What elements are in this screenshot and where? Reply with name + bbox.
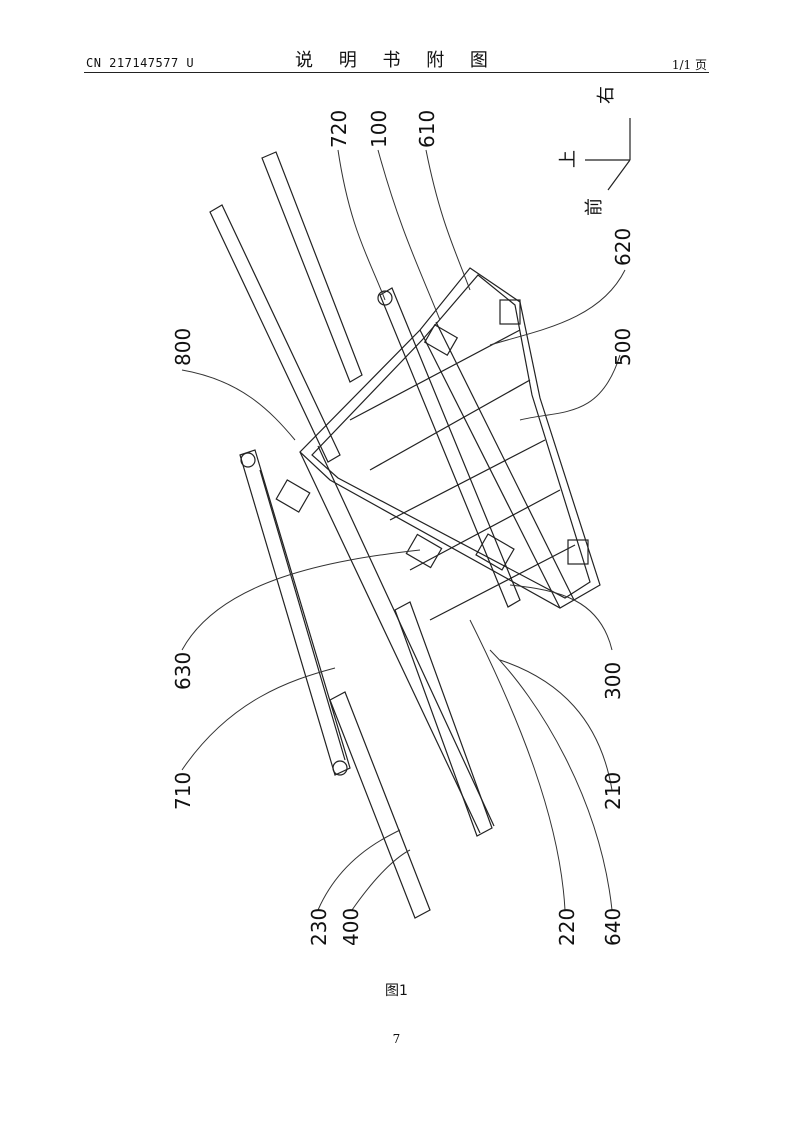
- figure-caption: 图1: [385, 983, 408, 999]
- machine-line-drawing: [209, 151, 601, 919]
- direction-right-label: 右: [596, 86, 617, 104]
- header-rule: [84, 72, 709, 73]
- callout-210: 210: [601, 772, 625, 810]
- direction-arrows: [585, 118, 631, 191]
- leader-lines: [181, 149, 626, 911]
- callout-400: 400: [339, 908, 363, 946]
- callout-800: 800: [171, 328, 195, 366]
- page-of: 1/1 页: [671, 58, 707, 72]
- patent-number: CN 217147577 U: [86, 56, 195, 70]
- callout-630: 630: [171, 652, 195, 690]
- callout-230: 230: [307, 908, 331, 946]
- callout-300: 300: [601, 662, 625, 700]
- callout-710: 710: [171, 772, 195, 810]
- direction-front-label: 前: [584, 198, 605, 216]
- direction-up-label: 上: [558, 150, 579, 168]
- callout-100: 100: [367, 110, 391, 148]
- page-header: CN 217147577 U 说 明 书 附 图 1/1 页: [0, 44, 793, 74]
- callout-720: 720: [327, 110, 351, 148]
- callout-500: 500: [611, 328, 635, 366]
- section-title: 说 明 书 附 图: [295, 50, 498, 71]
- callout-220: 220: [555, 908, 579, 946]
- callout-640: 640: [601, 908, 625, 946]
- page-number: 7: [392, 1032, 401, 1046]
- callout-620: 620: [611, 228, 635, 266]
- callout-610: 610: [415, 110, 439, 148]
